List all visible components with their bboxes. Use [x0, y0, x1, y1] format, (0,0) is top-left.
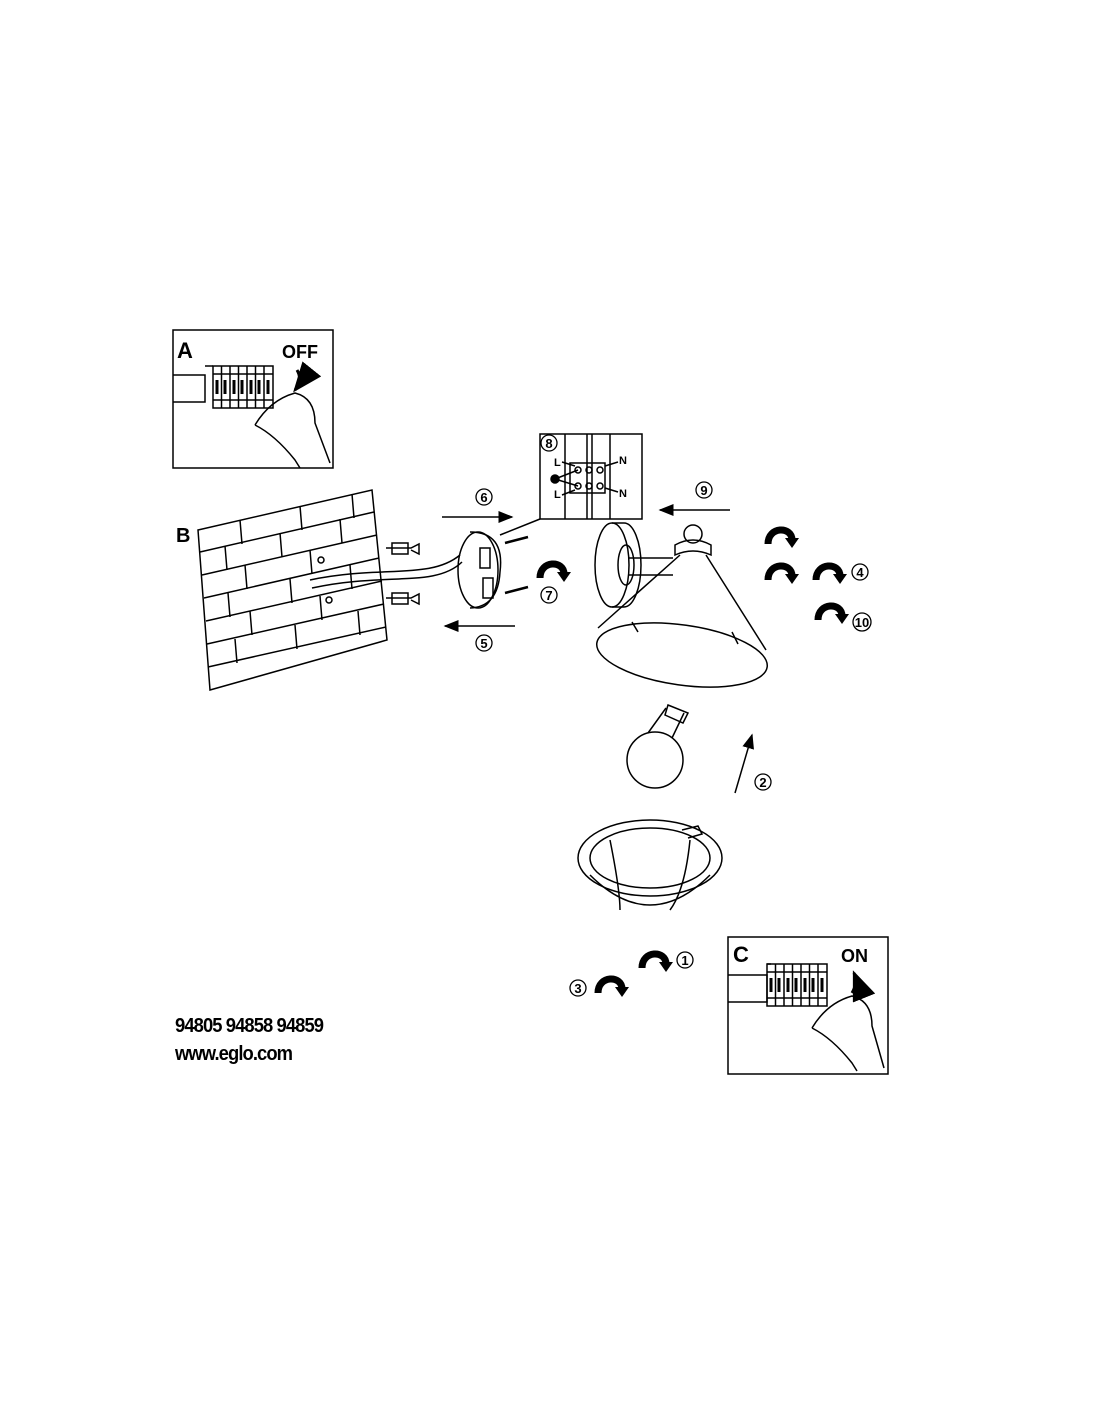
on-label: ON: [841, 946, 868, 966]
off-label: OFF: [282, 342, 318, 362]
panel-b-label: B: [176, 525, 190, 547]
live-label: L: [554, 457, 561, 469]
step-3: 3: [574, 981, 581, 996]
neutral-label: N: [619, 455, 627, 467]
mounting-plate: [457, 531, 502, 609]
rotate-arrow-icon: [768, 530, 799, 548]
switch-up-arrow-icon: [850, 970, 876, 1003]
step-4: 4: [856, 565, 864, 580]
glass-cover: [577, 819, 723, 911]
step-7: 7: [545, 588, 552, 603]
panel-a-switch-off: A OFF: [172, 329, 334, 469]
step-9: 9: [700, 483, 707, 498]
lamp-fixture: [594, 522, 769, 688]
screws-icon: [504, 535, 529, 595]
power-cable: [309, 554, 463, 589]
step-2: 2: [759, 775, 766, 790]
hand-icon: [811, 995, 885, 1072]
model-numbers: 94805 94858 94859: [175, 1015, 324, 1037]
wall-plugs-icon: [386, 542, 420, 606]
light-bulb-icon: [626, 703, 690, 789]
step-1: 1: [681, 953, 688, 968]
wiring-terminal-inset: L L N N: [499, 433, 643, 536]
brick-wall: [197, 489, 463, 691]
rotate-arrow-icon: [818, 606, 849, 624]
rotate-arrow-icon: [598, 979, 629, 997]
neutral-label: N: [619, 488, 627, 500]
step-6: 6: [480, 490, 487, 505]
step-2-arrow-icon: [734, 733, 754, 794]
step-numbers: 1 2 3 4 5 6 7 8 9 10: [475, 434, 872, 997]
rotate-arrow-icon: [540, 564, 571, 582]
step-8: 8: [545, 436, 552, 451]
step-10: 10: [855, 615, 869, 630]
rotate-arrow-icon: [768, 566, 799, 584]
rotate-arrow-icon: [816, 566, 847, 584]
panel-c-label: C: [733, 942, 749, 967]
hand-icon: [254, 392, 331, 469]
step-5: 5: [480, 636, 487, 651]
website-link[interactable]: www.eglo.com: [175, 1043, 293, 1065]
panel-c-switch-on: C ON: [727, 936, 889, 1075]
live-label: L: [554, 489, 561, 501]
switch-down-arrow-icon: [293, 361, 322, 393]
panel-a-label: A: [177, 338, 193, 363]
rotate-arrow-icon: [642, 954, 673, 972]
